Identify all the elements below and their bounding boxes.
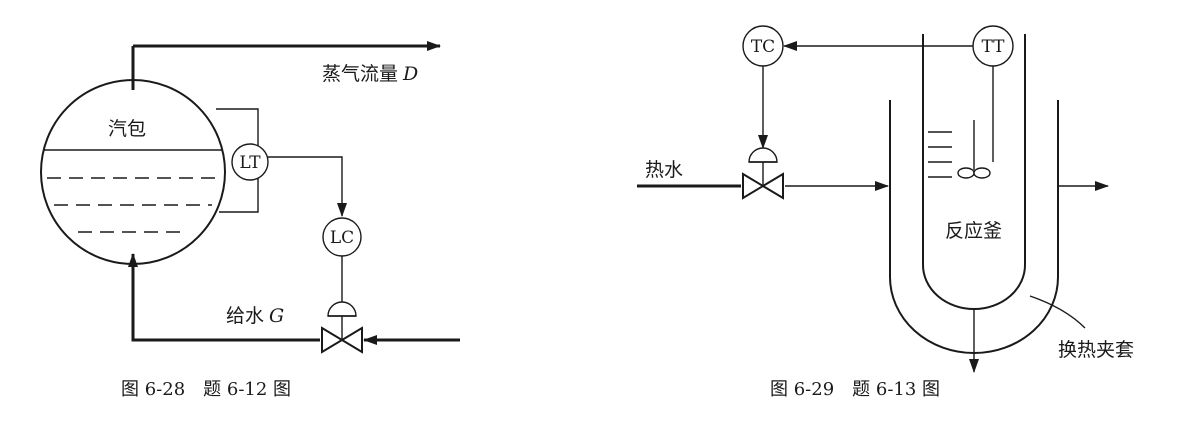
figure-6-28-caption: 图 6-28 题 6-12 图 bbox=[121, 379, 291, 400]
feed-water-to-drum-pipe bbox=[128, 253, 320, 342]
jacket-label: 换热夹套 bbox=[1058, 339, 1134, 361]
agitator-blade-right bbox=[973, 167, 991, 179]
figure-6-29-caption: 图 6-29 题 6-13 图 bbox=[770, 379, 940, 400]
jacket-leader-line bbox=[1029, 295, 1086, 329]
level-transmitter-tag: LT bbox=[239, 153, 261, 173]
temp-transmitter-tag: TT bbox=[982, 37, 1006, 57]
level-controller-tag: LC bbox=[330, 228, 354, 248]
hot-water-label: 热水 bbox=[645, 159, 683, 181]
feed-valve-actuator bbox=[327, 301, 357, 317]
agitator-blade-left bbox=[957, 167, 975, 179]
figure-6-29: TC TT 热水 bbox=[637, 25, 1134, 400]
steam-drum bbox=[40, 79, 226, 265]
reactor-label: 反应釜 bbox=[945, 220, 1002, 242]
reactor-vessel bbox=[922, 34, 1026, 310]
lt-to-lc-signal bbox=[268, 156, 347, 217]
hot-water-control-valve bbox=[742, 172, 784, 200]
feed-control-valve bbox=[321, 326, 363, 354]
level-transmitter-bubble bbox=[231, 143, 269, 181]
hot-water-valve-actuator bbox=[748, 147, 778, 163]
temp-controller-tag: TC bbox=[751, 37, 775, 57]
steam-drum-label: 汽包 bbox=[108, 118, 146, 140]
